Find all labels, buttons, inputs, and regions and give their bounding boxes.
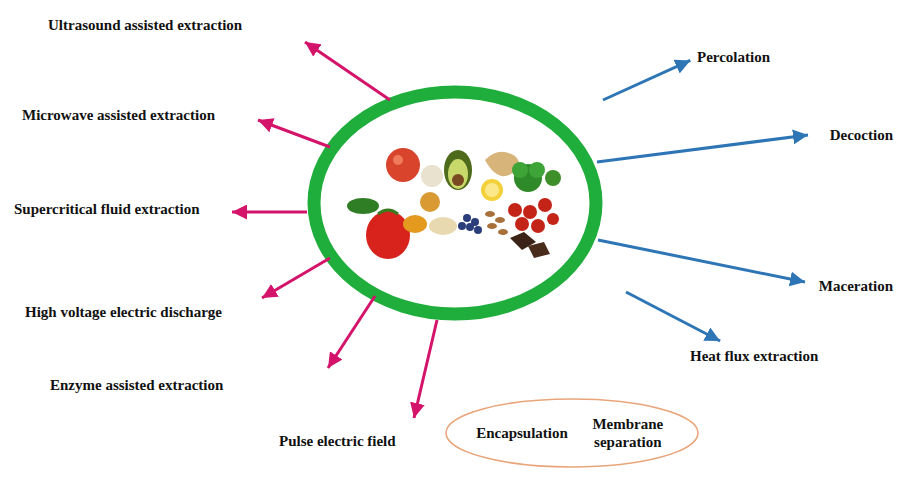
- method-arrow: [305, 42, 390, 100]
- method-arrow: [598, 240, 805, 282]
- method-label: Maceration: [819, 277, 893, 295]
- food-picture: [347, 148, 561, 259]
- method-label: Microwave assisted extraction: [22, 106, 215, 124]
- green-ring: [314, 92, 596, 314]
- method-label: Pulse electric field: [279, 432, 396, 450]
- ellipse-text: Membrane separation: [588, 415, 668, 451]
- ellipse-text: Encapsulation: [476, 424, 568, 442]
- method-arrow: [603, 60, 690, 100]
- method-arrow: [232, 211, 307, 214]
- ellipse-content: Encapsulation Membrane separation: [476, 415, 668, 451]
- method-arrow: [597, 135, 808, 162]
- method-label: High voltage electric discharge: [25, 303, 222, 321]
- method-arrow: [328, 296, 375, 368]
- process-ellipse: Encapsulation Membrane separation: [445, 398, 699, 468]
- method-label: Decoction: [830, 126, 893, 144]
- method-label: Enzyme assisted extraction: [50, 376, 223, 394]
- method-label: Heat flux extraction: [690, 347, 818, 365]
- method-label: Ultrasound assisted extraction: [48, 16, 242, 34]
- method-arrow: [626, 292, 720, 341]
- method-label: Percolation: [697, 48, 770, 66]
- method-arrow: [414, 320, 437, 418]
- method-arrow: [262, 258, 330, 298]
- method-arrow: [258, 120, 330, 147]
- method-label: Supercritical fluid extraction: [14, 200, 200, 218]
